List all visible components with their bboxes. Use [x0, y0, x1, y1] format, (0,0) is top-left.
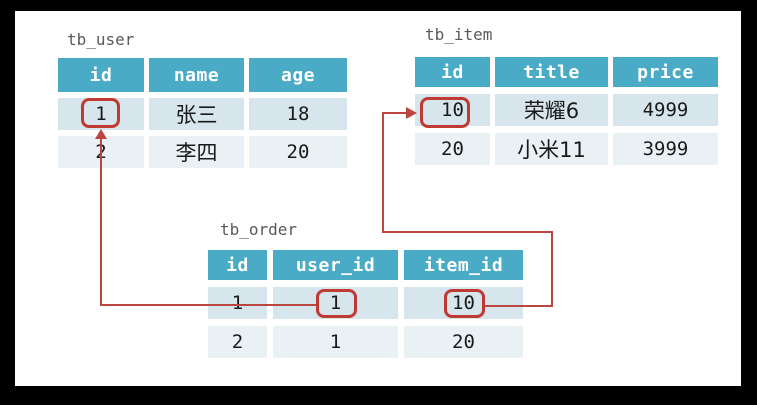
tb-item-cell-price-1: 3999 [613, 133, 718, 165]
fk-line-item-segment-2 [551, 231, 553, 307]
fk-line-user-horizontal [101, 304, 316, 306]
fk-line-user-vertical [100, 138, 102, 306]
tb-order-cell-item-id-1: 20 [404, 326, 523, 358]
fk-line-item-segment-1 [485, 305, 553, 307]
tb-order-header-item-id: item_id [404, 250, 523, 280]
tb-item-header-id: id [415, 57, 490, 87]
diagram-canvas: tb_user id name age 1 张三 18 2 李四 20 tb_i… [15, 11, 741, 386]
tb-order-cell-user-id-1: 1 [273, 326, 398, 358]
tb-user-header-age: age [249, 58, 347, 92]
tb-order-header-id: id [208, 250, 267, 280]
tb-item-cell-id-1: 20 [415, 133, 490, 165]
tb-item-cell-title-1: 小米11 [495, 133, 608, 165]
table-title-tb-user: tb_user [67, 30, 135, 49]
tb-user-cell-name-1: 李四 [149, 136, 244, 168]
tb-order-cell-id-1: 2 [208, 326, 267, 358]
fk-arrow-up-icon [95, 129, 107, 139]
tb-item-header-title: title [495, 57, 608, 87]
tb-order-cell-id-0: 1 [208, 287, 267, 319]
fk-line-item-segment-5 [382, 112, 406, 114]
tb-user-cell-name-0: 张三 [149, 98, 244, 130]
fk-arrow-right-icon [406, 107, 417, 119]
tb-order-cell-item-id-0: 10 [404, 287, 523, 319]
fk-line-item-segment-4 [382, 112, 384, 233]
tb-user-cell-age-0: 18 [249, 98, 347, 130]
fk-line-item-segment-3 [382, 231, 553, 233]
tb-item-cell-price-0: 4999 [613, 94, 718, 126]
tb-item-header-price: price [613, 57, 718, 87]
table-title-tb-item: tb_item [425, 25, 493, 44]
table-tb-item: id title price 10 荣耀6 4999 20 小米11 3999 [415, 57, 718, 165]
table-tb-order: id user_id item_id 1 1 10 2 1 20 [208, 250, 523, 358]
highlight-box-tb-user-id [81, 98, 120, 128]
highlight-box-tb-item-id [420, 97, 470, 128]
tb-user-cell-age-1: 20 [249, 136, 347, 168]
table-title-tb-order: tb_order [220, 220, 298, 239]
highlight-box-tb-order-item-id [444, 289, 485, 318]
tb-order-cell-user-id-0: 1 [273, 287, 398, 319]
highlight-box-tb-order-user-id [316, 289, 357, 318]
tb-order-header-user-id: user_id [273, 250, 398, 280]
tb-user-cell-id-0: 1 [58, 98, 144, 130]
table-tb-user: id name age 1 张三 18 2 李四 20 [58, 58, 347, 168]
tb-user-header-id: id [58, 58, 144, 92]
tb-item-cell-title-0: 荣耀6 [495, 94, 608, 126]
tb-user-header-name: name [149, 58, 244, 92]
